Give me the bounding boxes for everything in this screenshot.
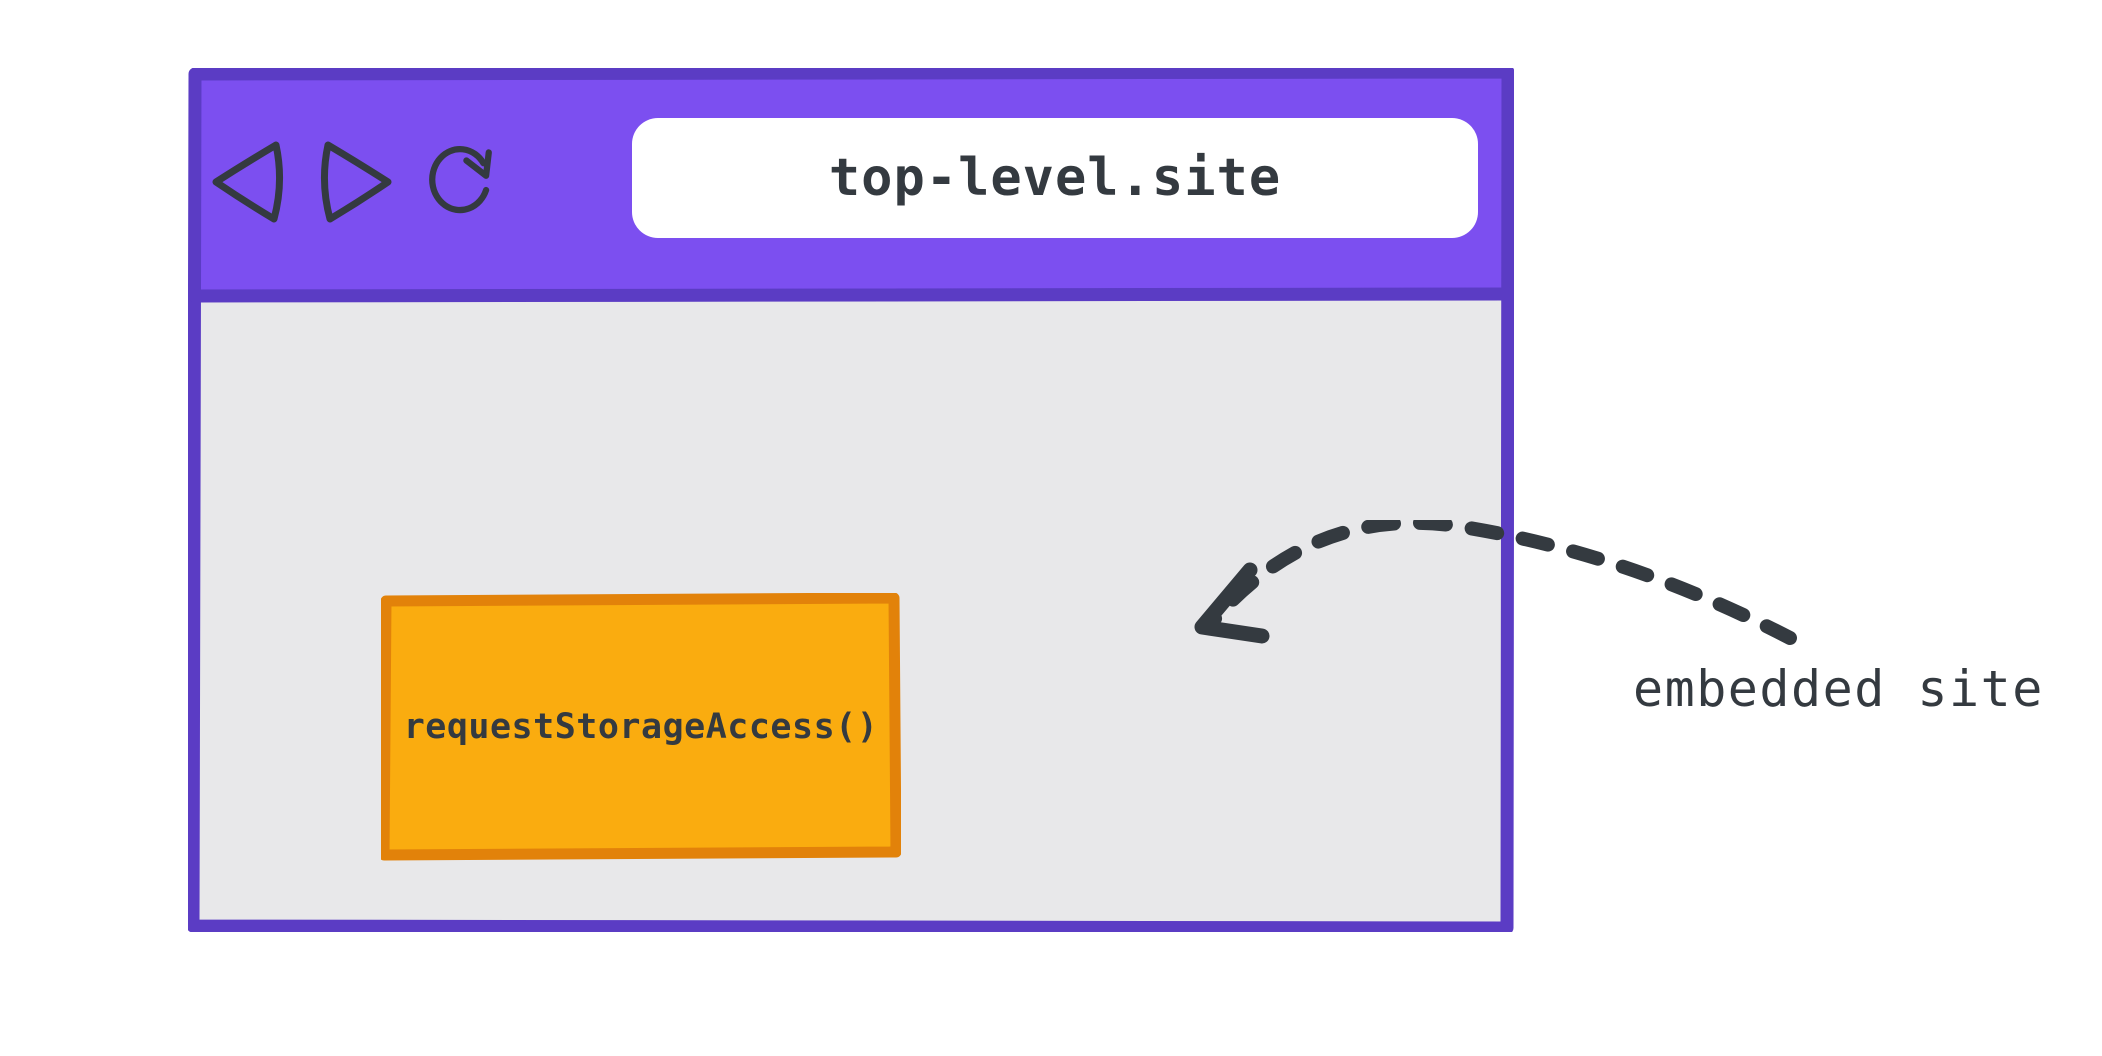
url-text: top-level.site	[828, 148, 1282, 208]
embedded-site-frame[interactable]: requestStorageAccess()	[378, 592, 902, 861]
browser-chrome-divider	[188, 287, 1514, 303]
annotation-label: embedded site	[1633, 660, 2044, 718]
browser-frame-outline	[188, 68, 1514, 932]
url-bar[interactable]: top-level.site	[632, 118, 1478, 238]
embedded-site-outline	[378, 592, 902, 861]
browser-chrome-bar: top-level.site	[188, 68, 1514, 296]
embedded-site-fill	[387, 599, 895, 855]
browser-window: top-level.site requestStorageAccess()	[188, 68, 1514, 932]
browser-nav-controls	[206, 120, 526, 244]
browser-viewport: requestStorageAccess()	[188, 296, 1514, 932]
back-triangle-icon[interactable]	[206, 135, 292, 229]
reload-circular-arrow-icon[interactable]	[418, 135, 504, 229]
forward-triangle-icon[interactable]	[312, 135, 398, 229]
embedded-site-box-shape	[378, 592, 902, 861]
